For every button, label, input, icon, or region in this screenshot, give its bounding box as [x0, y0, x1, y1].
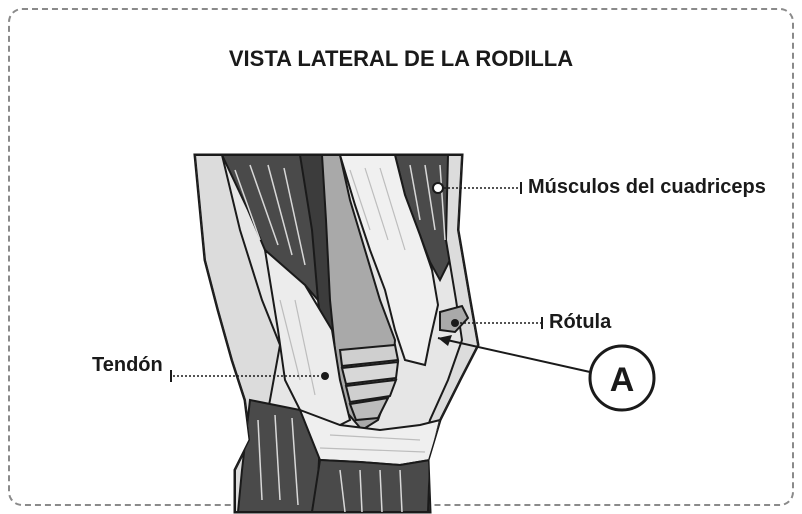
label-quadriceps: Músculos del cuadriceps — [528, 176, 766, 199]
callout-letter: A — [610, 361, 635, 399]
label-tendon: Tendón — [92, 354, 163, 377]
muscle-lower-right — [312, 460, 430, 512]
label-patella: Rótula — [549, 311, 611, 334]
